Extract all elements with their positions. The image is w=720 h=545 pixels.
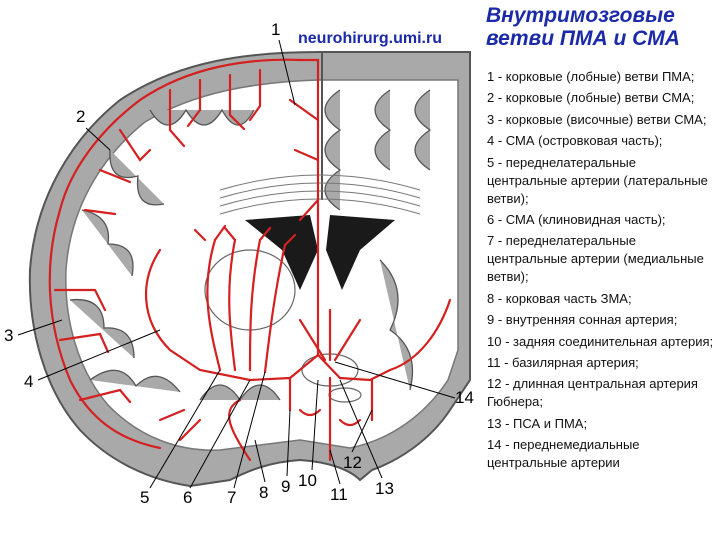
figure-label-12: 12 (343, 453, 362, 472)
legend-item: 5 - переднелатеральные центральные артер… (487, 154, 715, 208)
brain-section-svg: 1 2 3 4 5 6 7 8 9 10 11 12 13 14 (0, 0, 480, 540)
legend-item: 1 - корковые (лобные) ветви ПМА; (487, 68, 715, 86)
figure-label-10: 10 (298, 471, 317, 490)
optic-chiasm (329, 388, 361, 402)
legend-item: 2 - корковые (лобные) ветви СМА; (487, 89, 715, 107)
legend-item: 7 - переднелатеральные центральные артер… (487, 232, 715, 286)
legend-item: 13 - ПСА и ПМА; (487, 415, 715, 433)
figure-label-9: 9 (281, 477, 290, 496)
legend-item: 12 - длинная центральная артерия Гюбнера… (487, 375, 715, 411)
figure-label-1: 1 (271, 20, 280, 39)
figure-label-11: 11 (330, 485, 348, 504)
figure-label-14: 14 (455, 388, 474, 407)
figure-label-7: 7 (227, 488, 236, 507)
legend-list: 1 - корковые (лобные) ветви ПМА; 2 - кор… (487, 68, 715, 475)
legend-item: 3 - корковые (височные) ветви СМА; (487, 111, 715, 129)
legend-item: 6 - СМА (клиновидная часть); (487, 211, 715, 229)
figure-label-3: 3 (4, 326, 13, 345)
legend-item: 8 - корковая часть ЗМА; (487, 290, 715, 308)
title-line-1: Внутримозговые (486, 4, 716, 27)
legend-item: 10 - задняя соединительная артерия; (487, 333, 715, 351)
legend-item: 4 - СМА (островковая часть); (487, 132, 715, 150)
figure-label-6: 6 (183, 488, 192, 507)
legend-item: 9 - внутренняя сонная артерия; (487, 311, 715, 329)
legend-item: 11 - базилярная артерия; (487, 354, 715, 372)
page-title: Внутримозговые ветви ПМА и СМА (486, 4, 716, 50)
figure-label-8: 8 (259, 483, 268, 502)
title-line-2: ветви ПМА и СМА (486, 27, 716, 50)
figure-label-4: 4 (24, 372, 33, 391)
figure-label-5: 5 (140, 488, 149, 507)
legend-item: 14 - переднемедиальные центральные артер… (487, 436, 715, 472)
figure-label-13: 13 (375, 479, 394, 498)
watermark-url: neurohirurg.umi.ru (298, 30, 442, 48)
brain-section-figure: 1 2 3 4 5 6 7 8 9 10 11 12 13 14 (0, 0, 480, 540)
figure-label-2: 2 (76, 107, 85, 126)
